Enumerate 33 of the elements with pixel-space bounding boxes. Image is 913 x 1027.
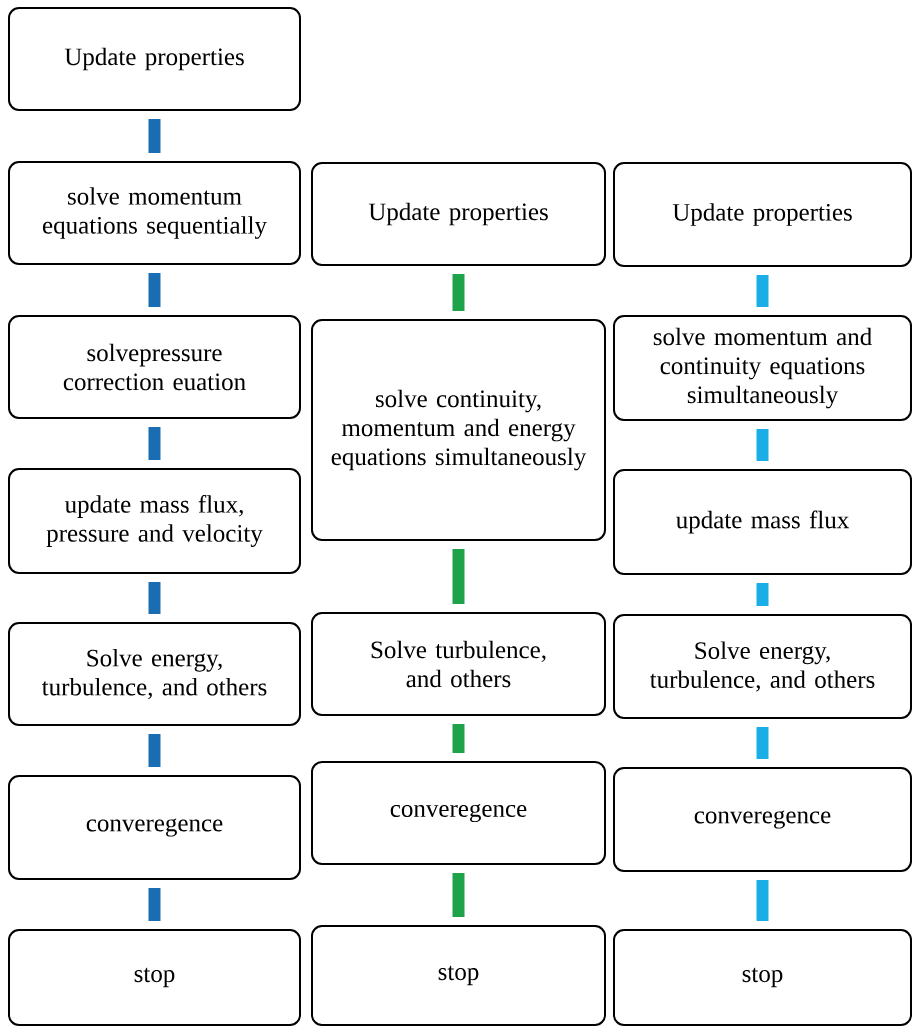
process-box: stop bbox=[311, 925, 606, 1026]
connector-bar bbox=[756, 429, 769, 461]
connector-bar bbox=[756, 583, 769, 606]
process-box: stop bbox=[613, 929, 912, 1026]
connector-bar bbox=[756, 727, 769, 759]
process-box: solvepressure correction euation bbox=[8, 315, 301, 419]
connector-bar bbox=[756, 275, 769, 307]
process-box: Update properties bbox=[8, 7, 301, 111]
process-box: solve continuity, momentum and energy equations simultaneously bbox=[311, 319, 606, 541]
process-box: solve momentum and continuity equations simultaneously bbox=[613, 315, 912, 421]
connector-bar bbox=[148, 734, 161, 767]
connector-bar bbox=[148, 273, 161, 307]
connector-bar bbox=[148, 427, 161, 460]
connector-bar bbox=[452, 873, 465, 917]
process-box: converegence bbox=[613, 767, 912, 872]
connector-bar bbox=[148, 119, 161, 153]
connector-bar bbox=[756, 880, 769, 921]
connector-bar bbox=[452, 274, 465, 311]
process-box: update mass flux bbox=[613, 469, 912, 575]
process-box: converegence bbox=[8, 775, 301, 880]
connector-bar bbox=[148, 888, 161, 921]
connector-bar bbox=[452, 549, 465, 604]
connector-bar bbox=[148, 582, 161, 614]
connector-bar bbox=[452, 724, 465, 753]
process-box: Solve energy, turbulence, and others bbox=[613, 614, 912, 719]
process-box: Update properties bbox=[311, 162, 606, 266]
process-box: Solve turbulence, and others bbox=[311, 612, 606, 716]
process-box: stop bbox=[8, 929, 301, 1026]
process-box: converegence bbox=[311, 761, 606, 865]
process-box: solve momentum equations sequentially bbox=[8, 161, 301, 265]
process-box: Update properties bbox=[613, 162, 912, 267]
process-box: Solve energy, turbulence, and others bbox=[8, 622, 301, 726]
process-box: update mass flux, pressure and velocity bbox=[8, 468, 301, 574]
